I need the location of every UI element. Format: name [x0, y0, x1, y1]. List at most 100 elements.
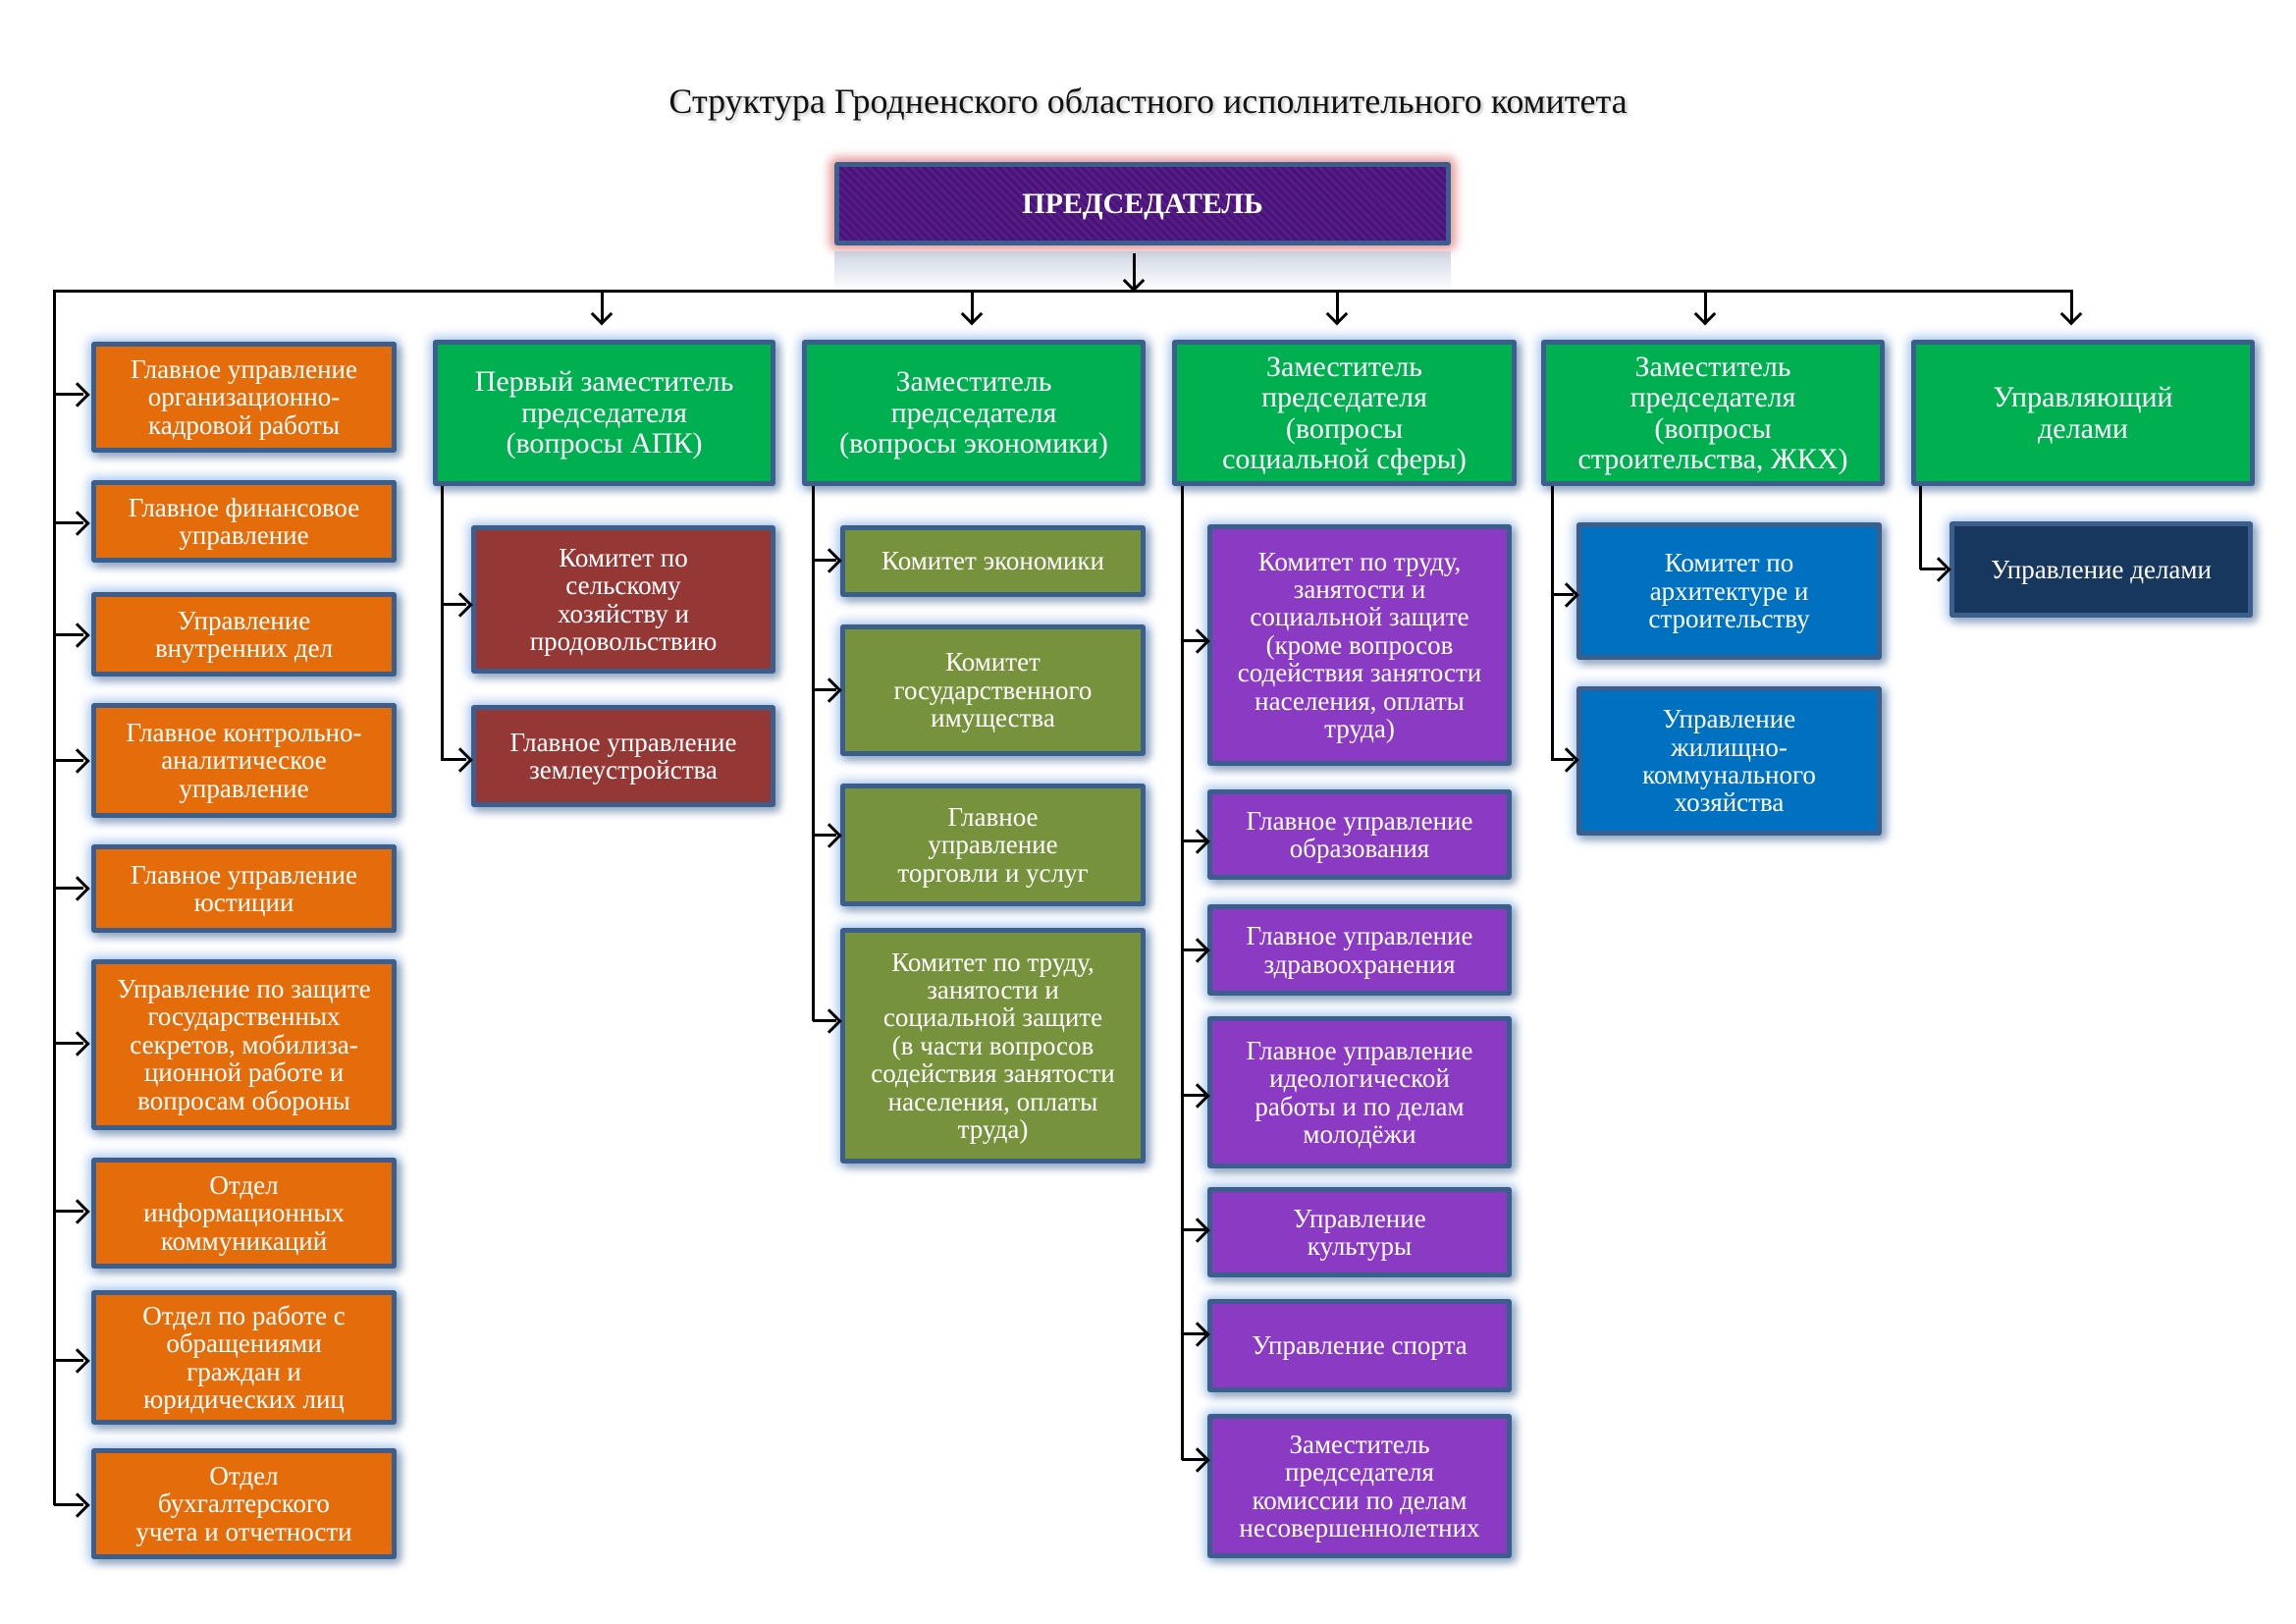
connector-h	[54, 521, 83, 524]
arrow-down-icon	[1693, 302, 1717, 326]
connector-h	[54, 1359, 83, 1362]
connector-h	[54, 1210, 83, 1213]
unit-label: Комитет государственного имущества	[893, 647, 1093, 733]
connector-affairs-vertical	[1919, 486, 1922, 569]
arrow-right-icon	[1185, 1218, 1210, 1243]
connector-h	[1920, 568, 1946, 570]
connector-h	[1182, 839, 1205, 842]
arrow-right-icon	[817, 548, 842, 573]
unit-box: Комитет по архитектуре и строительству	[1576, 522, 1882, 660]
arrow-right-icon	[448, 592, 473, 618]
unit-box: Отдел бухгалтерского учета и отчетности	[91, 1448, 397, 1559]
deputy-box-construction: Заместитель председателя (вопросы строит…	[1541, 340, 1885, 486]
connector-h	[1182, 948, 1205, 951]
arrow-right-icon	[65, 382, 90, 407]
connector-h	[1182, 639, 1205, 642]
unit-label: Комитет экономики	[881, 546, 1104, 576]
unit-label: Управление культуры	[1293, 1203, 1426, 1261]
unit-box: Главное управление организационно- кадро…	[91, 342, 397, 453]
deputy-box-social: Заместитель председателя (вопросы социал…	[1172, 340, 1517, 486]
arrow-right-icon	[817, 677, 842, 703]
arrow-right-icon	[1185, 1447, 1210, 1473]
arrow-right-icon	[1185, 938, 1210, 963]
unit-label: Комитет по труду, занятости и социальной…	[1237, 546, 1482, 743]
unit-box: Главное управление юстиции	[91, 844, 397, 933]
connector-deputy-4	[1704, 291, 1707, 322]
unit-label: Главное контрольно- аналитическое управл…	[126, 717, 362, 803]
unit-label: Отдел бухгалтерского учета и отчетности	[135, 1460, 352, 1546]
connector-chair-down	[1133, 253, 1136, 291]
unit-label: Управление по защите государственных сек…	[117, 974, 371, 1115]
connector-h	[1182, 1332, 1205, 1335]
deputy-label: Управляющий делами	[1993, 381, 2173, 445]
connector-h	[813, 688, 836, 691]
arrow-right-icon	[817, 1008, 842, 1034]
arrow-right-icon	[1185, 1083, 1210, 1109]
connector-h	[813, 1019, 836, 1022]
unit-box: Главное управление торговли и услуг	[840, 784, 1146, 906]
chairman-reflection	[834, 251, 1451, 291]
arrow-right-icon	[1185, 1322, 1210, 1347]
arrow-right-icon	[65, 1492, 90, 1518]
connector-h	[813, 559, 836, 562]
deputy-label: Заместитель председателя (вопросы эконом…	[839, 365, 1108, 460]
arrow-down-icon	[2059, 302, 2083, 326]
unit-label: Главное управление идеологической работы…	[1246, 1035, 1473, 1149]
chairman-box: ПРЕДСЕДАТЕЛЬ	[834, 162, 1451, 245]
connector-apk-vertical	[441, 486, 444, 761]
unit-label: Заместитель председателя комиссии по дел…	[1239, 1429, 1480, 1543]
unit-box: Отдел информационных коммуникаций	[91, 1158, 397, 1269]
unit-box: Управление делами	[1949, 521, 2253, 618]
connector-h	[54, 1503, 83, 1506]
unit-box: Заместитель председателя комиссии по дел…	[1207, 1414, 1512, 1558]
arrow-right-icon	[1926, 557, 1951, 582]
arrow-right-icon	[65, 511, 90, 536]
unit-box: Управление внутренних дел	[91, 592, 397, 677]
unit-label: Главное управление юстиции	[131, 859, 357, 917]
unit-box: Комитет экономики	[840, 525, 1146, 597]
unit-label: Комитет по архитектуре и строительству	[1648, 548, 1810, 634]
connector-h	[1182, 1094, 1205, 1097]
chart-title: Структура Гродненского областного исполн…	[668, 81, 1628, 121]
connector-main-horizontal	[53, 290, 2073, 293]
unit-box: Главное управление идеологической работы…	[1207, 1016, 1512, 1168]
deputy-label: Первый заместитель председателя (вопросы…	[474, 365, 734, 460]
connector-h	[1182, 1458, 1205, 1461]
connector-h	[54, 1042, 83, 1045]
unit-box: Главное управление образования	[1207, 789, 1512, 880]
unit-label: Главное управление организационно- кадро…	[131, 353, 357, 440]
connector-h	[1552, 593, 1574, 596]
unit-box: Комитет по труду, занятости и социальной…	[840, 928, 1146, 1164]
chairman-label: ПРЕДСЕДАТЕЛЬ	[1022, 187, 1263, 220]
unit-box: Главное финансовое управление	[91, 480, 397, 563]
arrow-down-icon	[960, 302, 984, 326]
connector-economy-vertical	[812, 486, 815, 1021]
arrow-right-icon	[65, 876, 90, 901]
arrow-right-icon	[65, 1199, 90, 1224]
connector-social-vertical	[1181, 486, 1184, 1460]
unit-label: Управление спорта	[1252, 1330, 1468, 1361]
deputy-box-economy: Заместитель председателя (вопросы эконом…	[802, 340, 1146, 486]
deputy-label: Заместитель председателя (вопросы строит…	[1577, 350, 1848, 475]
unit-label: Комитет по сельскому хозяйству и продово…	[529, 542, 718, 656]
unit-box: Комитет по труду, занятости и социальной…	[1207, 524, 1512, 766]
arrow-right-icon	[65, 748, 90, 774]
unit-box: Управление спорта	[1207, 1299, 1512, 1392]
unit-box: Главное контрольно- аналитическое управл…	[91, 703, 397, 818]
connector-h	[54, 393, 83, 396]
unit-box: Главное управление землеустройства	[471, 705, 775, 807]
arrow-right-icon	[1554, 582, 1579, 608]
unit-box: Управление жилищно- коммунального хозяйс…	[1576, 686, 1882, 836]
connector-deputy-3	[1336, 291, 1339, 322]
connector-h	[442, 758, 466, 761]
unit-label: Комитет по труду, занятости и социальной…	[871, 947, 1115, 1144]
unit-label: Управление жилищно- коммунального хозяйс…	[1642, 704, 1816, 818]
deputy-box-apk: Первый заместитель председателя (вопросы…	[433, 340, 775, 486]
unit-label: Главное управление образования	[1246, 805, 1473, 863]
unit-label: Управление внутренних дел	[154, 605, 334, 663]
connector-h	[54, 633, 83, 636]
connector-deputy-5	[2070, 291, 2073, 322]
unit-label: Главное финансовое управление	[128, 492, 360, 550]
unit-label: Главное управление здравоохранения	[1246, 921, 1473, 979]
arrow-right-icon	[65, 1031, 90, 1056]
